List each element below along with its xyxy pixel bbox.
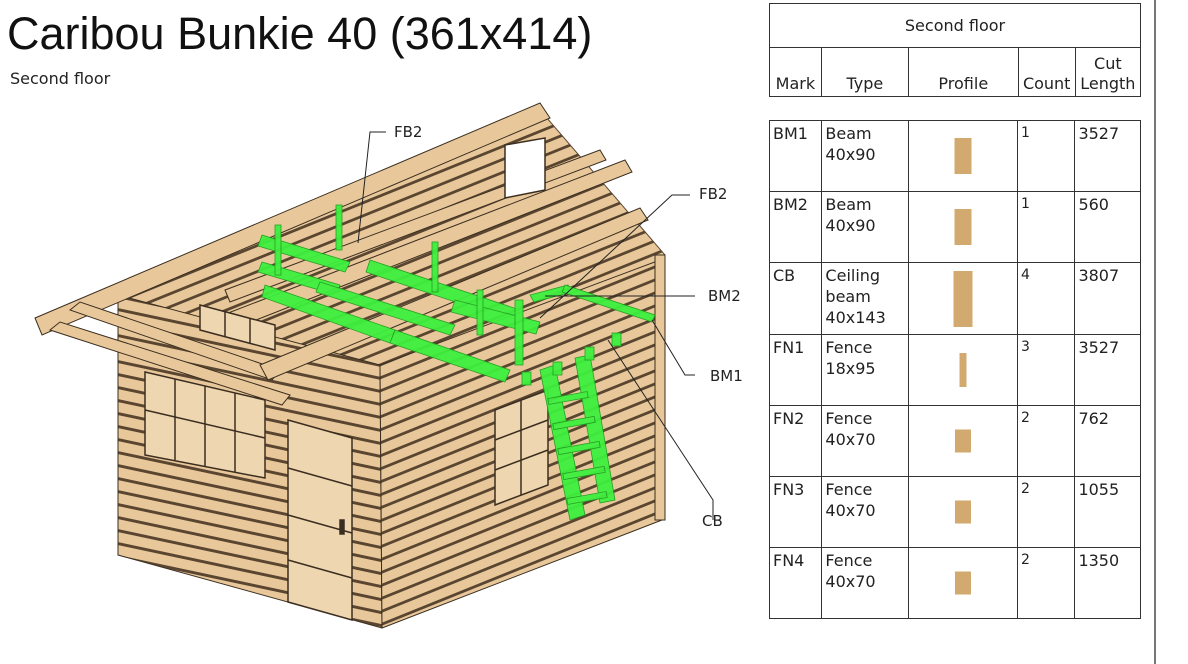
cell-cut-length: 3807 (1074, 262, 1141, 335)
col-header-cut-length: Cut Length (1074, 47, 1142, 97)
cell-count: 2 (1016, 405, 1076, 477)
window-left (144, 371, 266, 479)
ceiling-beam-profile-icon (953, 270, 973, 327)
col-header-mark: Mark (769, 47, 822, 97)
schedule-table-header: Second floor Mark Type Profile Count Cut… (769, 3, 1142, 97)
highlighted-second-floor-members (257, 204, 656, 521)
table-row: FN1 Fence 18x95 3 3527 (768, 334, 1141, 406)
cell-cut-length: 560 (1074, 191, 1141, 263)
cell-mark: FN2 (768, 405, 823, 477)
cell-profile (908, 120, 1018, 192)
cell-count: 2 (1016, 547, 1076, 619)
fence-profile-icon (955, 571, 972, 595)
cabin-3d-illustration (34, 102, 714, 629)
fence-profile-icon (955, 500, 972, 524)
cell-profile (908, 262, 1018, 335)
cell-type: Beam 40x90 (821, 191, 910, 263)
cell-mark: BM1 (768, 120, 823, 192)
callout-fb2-top: FB2 (394, 123, 423, 141)
callout-bm1: BM1 (710, 367, 743, 385)
col-header-type: Type (820, 47, 909, 97)
table-row: BM2 Beam 40x90 1 560 (768, 191, 1141, 263)
cell-cut-length: 762 (1074, 405, 1141, 477)
cell-profile (908, 334, 1018, 406)
cell-type: Ceiling beam 40x143 (821, 262, 910, 335)
cell-count: 2 (1016, 476, 1076, 548)
table-row: FN2 Fence 40x70 2 762 (768, 405, 1141, 477)
cell-cut-length: 3527 (1074, 334, 1141, 406)
page-edge-divider (1154, 0, 1156, 664)
cell-mark: CB (768, 262, 823, 335)
fence-profile-icon (955, 429, 972, 453)
cell-profile (908, 547, 1018, 619)
cell-count: 4 (1016, 262, 1076, 335)
cell-type: Fence 40x70 (821, 476, 910, 548)
cell-cut-length: 1055 (1074, 476, 1141, 548)
page-title: Caribou Bunkie 40 (361x414) (7, 8, 593, 59)
table-row: BM1 Beam 40x90 1 3527 (768, 120, 1141, 192)
schedule-table: BM1 Beam 40x90 1 3527 BM2 Beam 40x90 1 5… (768, 120, 1141, 619)
beam-profile-icon (954, 209, 972, 245)
cell-cut-length: 3527 (1074, 120, 1141, 192)
cell-type: Beam 40x90 (821, 120, 910, 192)
table-row: FN4 Fence 40x70 2 1350 (768, 547, 1141, 619)
cell-mark: FN1 (768, 334, 823, 406)
table-row: CB Ceiling beam 40x143 4 3807 (768, 262, 1141, 335)
cell-count: 1 (1016, 191, 1076, 263)
table-row: FN3 Fence 40x70 2 1055 (768, 476, 1141, 548)
door (287, 419, 353, 621)
col-header-profile: Profile (907, 47, 1019, 97)
page-subtitle: Second floor (10, 69, 111, 88)
cell-type: Fence 40x70 (821, 547, 910, 619)
cell-type: Fence 18x95 (821, 334, 910, 406)
callout-fb2-right: FB2 (699, 185, 728, 203)
cell-mark: FN4 (768, 547, 823, 619)
table-group-header: Second floor (769, 3, 1141, 48)
cell-type: Fence 40x70 (821, 405, 910, 477)
cell-count: 1 (1016, 120, 1076, 192)
cell-mark: BM2 (768, 191, 823, 263)
callout-cb: CB (702, 512, 723, 530)
col-header-count: Count (1017, 47, 1076, 97)
cell-profile (908, 405, 1018, 477)
cell-profile (908, 191, 1018, 263)
callout-leaders (357, 131, 714, 520)
beam-profile-icon (954, 138, 972, 174)
cell-count: 3 (1016, 334, 1076, 406)
callout-bm2: BM2 (708, 287, 741, 305)
cell-cut-length: 1350 (1074, 547, 1141, 619)
fence-profile-icon (959, 353, 967, 387)
cell-mark: FN3 (768, 476, 823, 548)
cell-profile (908, 476, 1018, 548)
